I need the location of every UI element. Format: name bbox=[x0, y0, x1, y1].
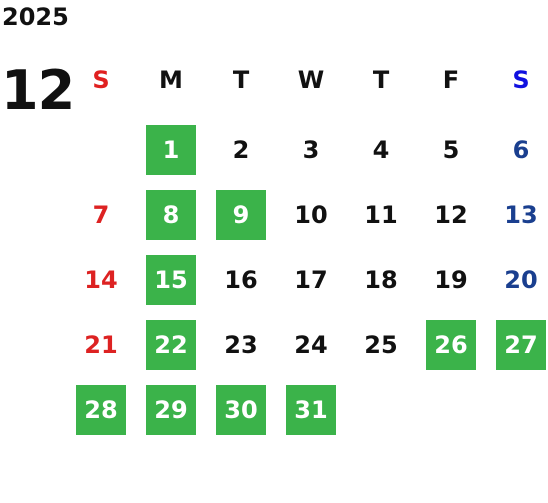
weekday-header-0: S bbox=[92, 66, 110, 94]
day-cell: 17 bbox=[294, 266, 328, 294]
day-cell-holiday: 22 bbox=[146, 320, 196, 370]
day-cell: 23 bbox=[224, 331, 258, 359]
day-cell: 13 bbox=[504, 201, 538, 229]
day-cell-holiday: 30 bbox=[216, 385, 266, 435]
day-cell: 7 bbox=[92, 201, 110, 229]
day-cell-holiday: 9 bbox=[216, 190, 266, 240]
day-cell: 19 bbox=[434, 266, 468, 294]
day-cell-holiday: 1 bbox=[146, 125, 196, 175]
weekday-header-5: F bbox=[442, 66, 460, 94]
day-cell: 11 bbox=[364, 201, 398, 229]
weekday-header-2: T bbox=[232, 66, 250, 94]
day-cell: 14 bbox=[84, 266, 118, 294]
day-cell: 4 bbox=[372, 136, 390, 164]
weekday-header-6: S bbox=[512, 66, 530, 94]
day-cell: 21 bbox=[84, 331, 118, 359]
weekday-header-3: W bbox=[297, 66, 325, 94]
day-cell: 16 bbox=[224, 266, 258, 294]
day-cell-holiday: 27 bbox=[496, 320, 546, 370]
day-cell-holiday: 15 bbox=[146, 255, 196, 305]
day-cell: 25 bbox=[364, 331, 398, 359]
day-cell: 12 bbox=[434, 201, 468, 229]
day-cell: 3 bbox=[302, 136, 320, 164]
day-cell: 5 bbox=[442, 136, 460, 164]
day-cell: 10 bbox=[294, 201, 328, 229]
day-cell-holiday: 31 bbox=[286, 385, 336, 435]
day-cell: 2 bbox=[232, 136, 250, 164]
day-cell: 24 bbox=[294, 331, 328, 359]
day-cell: 18 bbox=[364, 266, 398, 294]
weekday-header-4: T bbox=[372, 66, 390, 94]
day-cell-holiday: 26 bbox=[426, 320, 476, 370]
calendar-month: 12 bbox=[1, 59, 75, 122]
weekday-header-1: M bbox=[159, 66, 183, 94]
day-cell-holiday: 29 bbox=[146, 385, 196, 435]
day-cell-holiday: 8 bbox=[146, 190, 196, 240]
calendar-year: 2025 bbox=[2, 3, 69, 31]
day-cell: 6 bbox=[512, 136, 530, 164]
day-cell: 20 bbox=[504, 266, 538, 294]
day-cell-holiday: 28 bbox=[76, 385, 126, 435]
